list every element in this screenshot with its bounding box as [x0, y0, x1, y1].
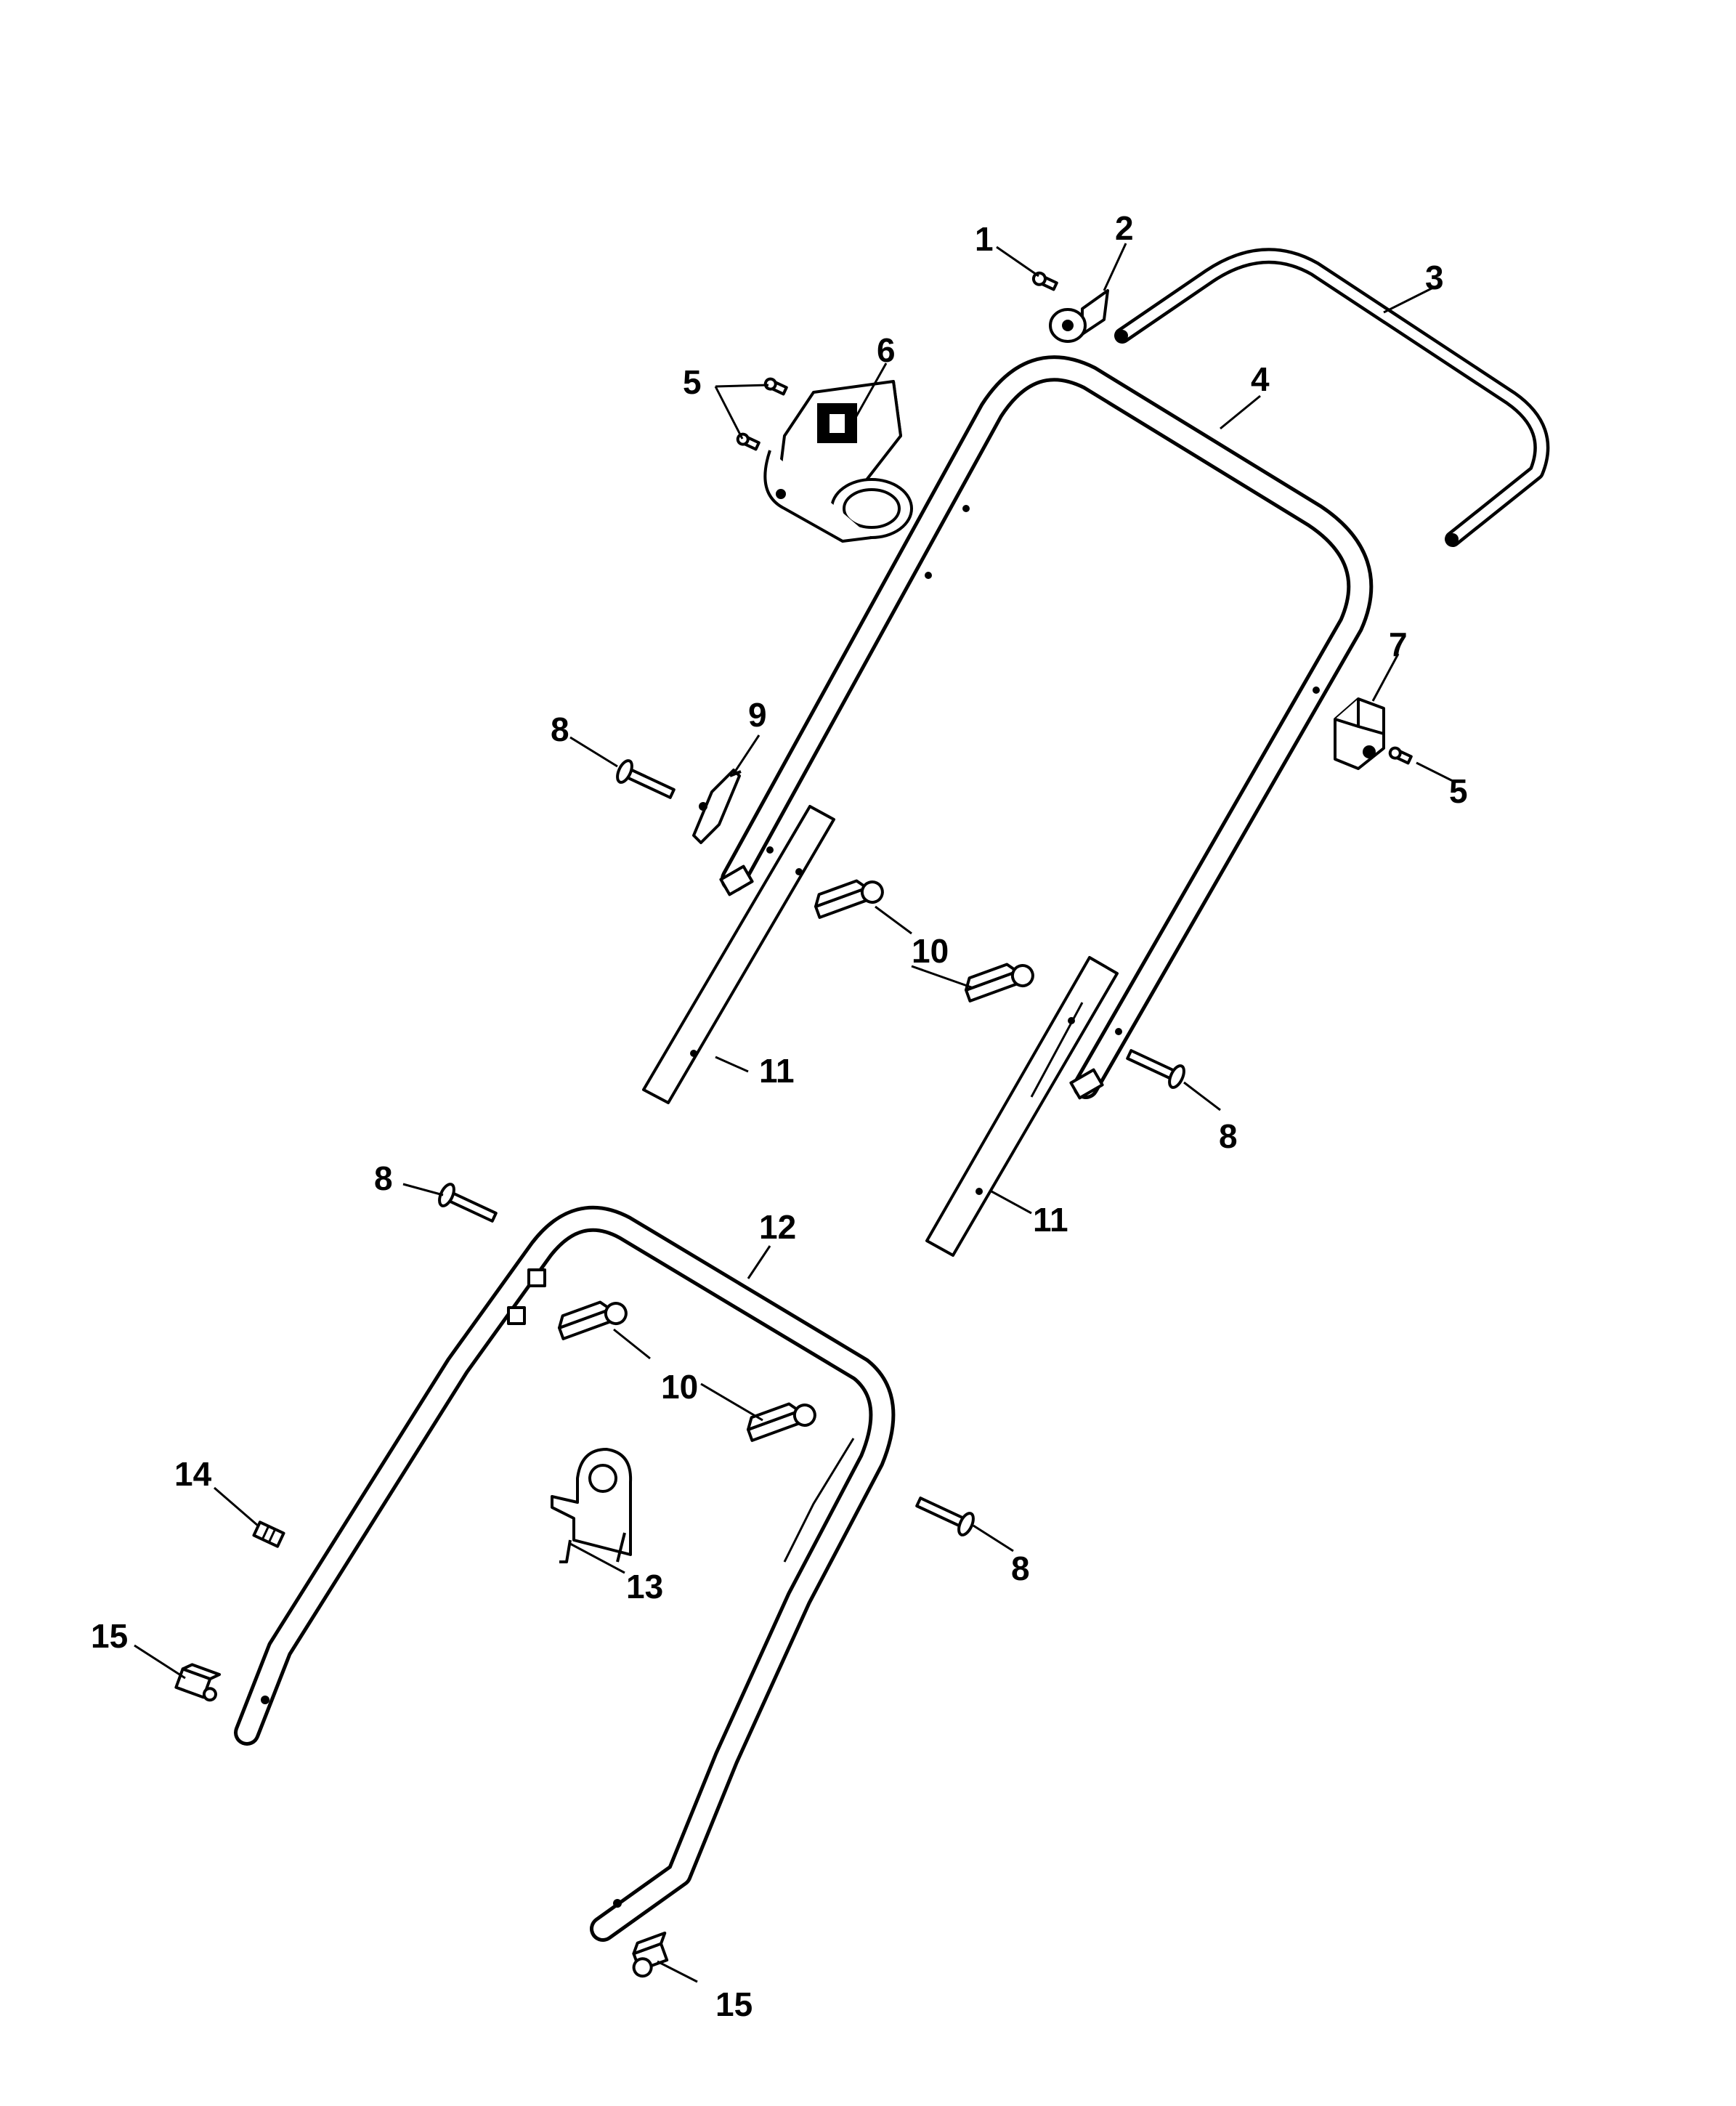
label-8-a: 8: [551, 710, 569, 748]
label-9: 9: [748, 696, 767, 734]
bolt-icon: [438, 1183, 498, 1223]
wing-knob-icon: [814, 879, 884, 919]
label-4: 4: [1251, 360, 1270, 398]
label-7: 7: [1389, 625, 1408, 663]
lower-handle-part-12: [234, 1205, 896, 1942]
bail-bar-part-3: [1114, 248, 1550, 547]
label-8-d: 8: [1011, 1550, 1030, 1587]
label-3: 3: [1425, 259, 1444, 296]
label-15-left: 15: [91, 1617, 128, 1655]
adjuster-strip-part-11-left: [642, 805, 835, 1104]
label-14: 14: [174, 1455, 212, 1493]
pin-icon: [252, 1520, 285, 1548]
label-15-bottom: 15: [715, 1985, 753, 2023]
adjuster-strip-part-11-right: [925, 956, 1119, 1257]
label-1: 1: [975, 220, 994, 258]
label-5-top: 5: [683, 363, 702, 401]
screw-icon: [1031, 271, 1058, 291]
knob-icon: [632, 1931, 669, 1978]
label-5-right: 5: [1449, 772, 1468, 810]
screw-icon: [1388, 746, 1413, 765]
screw-icon: [763, 377, 788, 396]
knob-icon: [174, 1663, 222, 1702]
label-12: 12: [759, 1208, 796, 1246]
label-11-left: 11: [759, 1052, 795, 1090]
bolt-icon: [1126, 1049, 1185, 1089]
label-10-bottom: 10: [661, 1368, 698, 1406]
switch-box-part-6: [763, 380, 913, 543]
upper-handle-part-4: [719, 355, 1374, 1100]
label-2: 2: [1115, 209, 1134, 247]
cable-clip-part-9: [692, 769, 742, 844]
part-labels: 1 2 3 4 5 5 6 7 8 8 8 8 9 10 10 11 11 12…: [91, 209, 1468, 2023]
bolt-icon: [616, 759, 676, 799]
label-6: 6: [877, 331, 896, 369]
label-8-b: 8: [1219, 1117, 1238, 1155]
label-8-c: 8: [374, 1159, 393, 1197]
cable-guide-part-2: [1049, 289, 1109, 343]
leader-lines: [134, 243, 1453, 1983]
label-10-top: 10: [912, 932, 949, 970]
label-13: 13: [626, 1568, 663, 1605]
bracket-part-13: [551, 1448, 633, 1563]
block-part-7: [1334, 697, 1385, 770]
bolt-icon: [915, 1497, 975, 1536]
wing-knob-icon: [964, 963, 1034, 1003]
label-11-right: 11: [1033, 1201, 1068, 1239]
wing-knob-icon: [746, 1402, 816, 1442]
wing-knob-icon: [557, 1300, 628, 1340]
